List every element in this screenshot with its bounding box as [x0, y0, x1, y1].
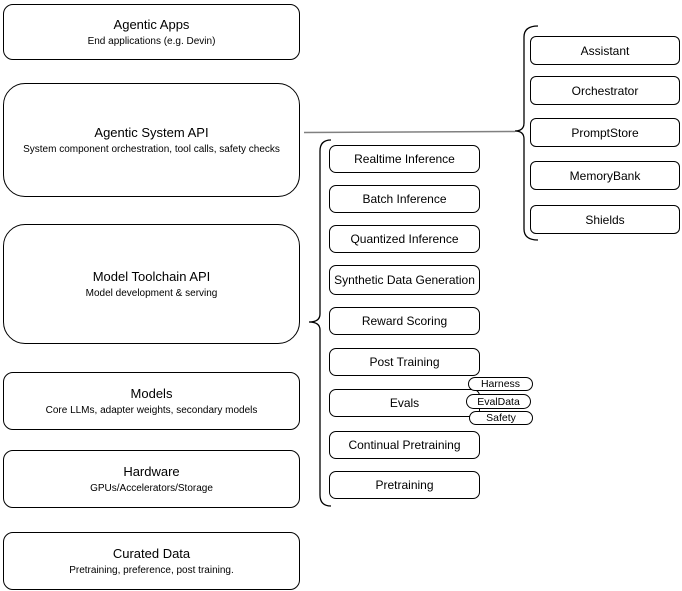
box-hardware-title: Hardware	[123, 463, 180, 479]
box-continual-pretraining-label: Continual Pretraining	[348, 438, 461, 452]
box-curated-data: Curated Data Pretraining, preference, po…	[3, 532, 300, 590]
box-hardware-subtitle: GPUs/Accelerators/Storage	[90, 482, 213, 494]
box-realtime-inference: Realtime Inference	[329, 145, 480, 173]
box-reward-scoring-label: Reward Scoring	[361, 314, 448, 328]
box-realtime-inference-label: Realtime Inference	[354, 152, 455, 166]
box-model-toolchain-api-title: Model Toolchain API	[92, 268, 211, 284]
box-models-title: Models	[130, 385, 173, 401]
box-agentic-system-api: Agentic System API System component orch…	[3, 83, 300, 197]
pill-safety-label: Safety	[486, 412, 516, 424]
box-model-toolchain-api: Model Toolchain API Model development & …	[3, 224, 300, 344]
box-memorybank: MemoryBank	[530, 161, 680, 190]
box-synthetic-data-generation: Synthetic Data Generation	[329, 265, 480, 295]
box-shields: Shields	[530, 205, 680, 234]
pill-evaldata-label: EvalData	[477, 395, 520, 408]
box-pretraining: Pretraining	[329, 471, 480, 499]
box-models-subtitle: Core LLMs, adapter weights, secondary mo…	[45, 404, 258, 416]
box-model-toolchain-api-subtitle: Model development & serving	[85, 287, 218, 299]
pill-harness: Harness	[468, 377, 533, 391]
box-quantized-inference-label: Quantized Inference	[350, 232, 459, 246]
box-promptstore-label: PromptStore	[571, 125, 639, 140]
box-reward-scoring: Reward Scoring	[329, 307, 480, 335]
box-agentic-system-api-subtitle: System component orchestration, tool cal…	[23, 143, 280, 155]
box-hardware: Hardware GPUs/Accelerators/Storage	[3, 450, 300, 508]
box-agentic-apps-subtitle: End applications (e.g. Devin)	[87, 35, 216, 47]
box-agentic-system-api-title: Agentic System API	[94, 124, 209, 140]
box-post-training: Post Training	[329, 348, 480, 376]
box-promptstore: PromptStore	[530, 118, 680, 147]
box-synthetic-data-generation-label: Synthetic Data Generation	[334, 273, 475, 287]
box-curated-data-title: Curated Data	[112, 545, 191, 561]
pill-harness-label: Harness	[480, 378, 521, 390]
box-quantized-inference: Quantized Inference	[329, 225, 480, 253]
box-batch-inference: Batch Inference	[329, 185, 480, 213]
box-assistant: Assistant	[530, 36, 680, 65]
box-curated-data-subtitle: Pretraining, preference, post training.	[69, 564, 234, 576]
box-evals: Evals	[329, 389, 480, 417]
box-evals-label: Evals	[389, 396, 420, 410]
box-batch-inference-label: Batch Inference	[362, 192, 447, 206]
box-assistant-label: Assistant	[580, 43, 630, 58]
box-models: Models Core LLMs, adapter weights, secon…	[3, 372, 300, 430]
brace-toolchain-group	[308, 139, 332, 507]
box-orchestrator: Orchestrator	[530, 76, 680, 105]
pill-evaldata: EvalData	[466, 394, 531, 409]
box-continual-pretraining: Continual Pretraining	[329, 431, 480, 459]
line-system-api-to-components	[303, 130, 516, 134]
box-post-training-label: Post Training	[369, 355, 440, 369]
box-agentic-apps: Agentic Apps End applications (e.g. Devi…	[3, 4, 300, 60]
box-memorybank-label: MemoryBank	[569, 168, 641, 183]
box-orchestrator-label: Orchestrator	[571, 83, 639, 98]
box-shields-label: Shields	[585, 212, 625, 227]
box-agentic-apps-title: Agentic Apps	[113, 16, 190, 32]
box-pretraining-label: Pretraining	[375, 478, 434, 492]
pill-safety: Safety	[469, 411, 533, 425]
